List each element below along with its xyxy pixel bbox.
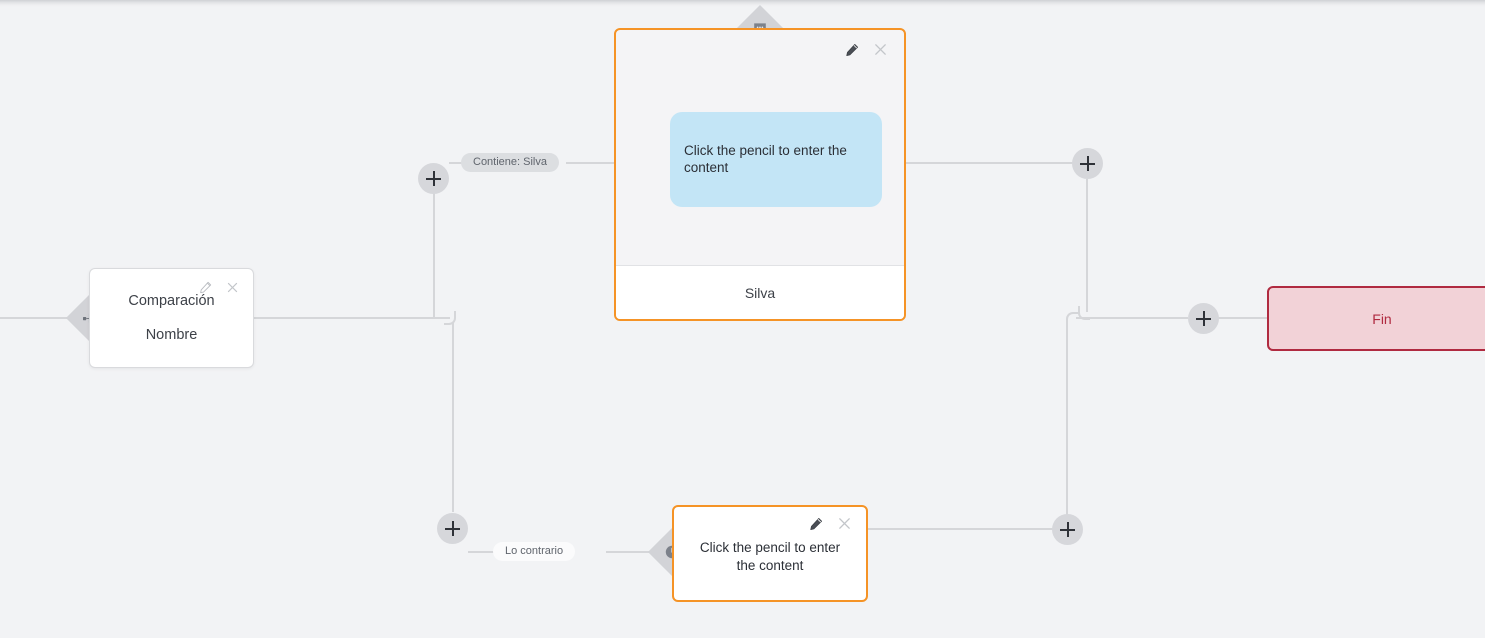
- comparison-node-actions[interactable]: [199, 281, 239, 294]
- edge-inbound: [0, 317, 72, 319]
- edge-compare-out: [254, 317, 436, 319]
- comparison-node-title: Comparación: [128, 293, 215, 309]
- edge-message-out: [906, 162, 1073, 164]
- pencil-icon[interactable]: [199, 281, 212, 294]
- close-icon[interactable]: [873, 42, 888, 57]
- edge-fallback-corner: [1066, 312, 1080, 324]
- message-node-body: Click the pencil to enter the content: [616, 30, 904, 265]
- edge-message-drop: [1086, 179, 1088, 312]
- edge-false-to-label: [468, 551, 496, 553]
- add-node-button-before-end[interactable]: [1188, 303, 1219, 334]
- edge-fallback-riser: [1066, 322, 1068, 529]
- pencil-icon[interactable]: [845, 43, 859, 57]
- end-node[interactable]: Fin: [1267, 286, 1485, 351]
- edge-merge-run: [1076, 317, 1188, 319]
- edge-label-to-message: [566, 162, 616, 164]
- message-node[interactable]: Click the pencil to enter the content Si…: [614, 28, 906, 321]
- edge-true-riser: [433, 179, 435, 318]
- close-icon[interactable]: [837, 516, 852, 531]
- edge-label-to-fallback: [606, 551, 658, 553]
- edge-false-run: [430, 317, 450, 319]
- message-bubble[interactable]: Click the pencil to enter the content: [670, 112, 882, 207]
- edge-false-corner: [444, 311, 456, 325]
- edge-fallback-out: [868, 528, 1053, 530]
- fallback-node-text: Click the pencil to enter the content: [699, 539, 841, 573]
- message-node-actions[interactable]: [845, 42, 888, 57]
- add-node-button-after-message[interactable]: [1072, 148, 1103, 179]
- toolbar-shadow: [0, 0, 1485, 7]
- edge-to-end: [1218, 317, 1268, 319]
- message-node-footer: Silva: [616, 265, 904, 319]
- add-node-button-branch-false[interactable]: [437, 513, 468, 544]
- end-node-label: Fin: [1372, 310, 1392, 327]
- fallback-node-actions[interactable]: [809, 516, 852, 531]
- pencil-icon[interactable]: [809, 517, 823, 531]
- close-icon[interactable]: [226, 281, 239, 294]
- edge-false-drop: [452, 322, 454, 512]
- add-node-button-branch-true[interactable]: [418, 163, 449, 194]
- fallback-node[interactable]: Click the pencil to enter the content: [672, 505, 868, 602]
- comparison-node[interactable]: Comparación Nombre: [89, 268, 254, 368]
- edge-label-condition-false[interactable]: Lo contrario: [493, 542, 576, 561]
- add-node-button-after-fallback[interactable]: [1052, 514, 1083, 545]
- edge-label-condition-true[interactable]: Contiene: Silva: [461, 153, 559, 172]
- comparison-node-field: Nombre: [145, 327, 198, 343]
